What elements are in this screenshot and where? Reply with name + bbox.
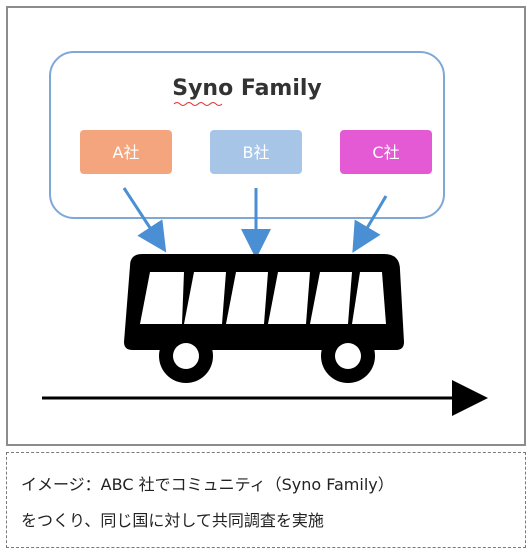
caption-line-1: イメージ：ABC 社でコミュニティ（Syno Family）	[21, 475, 394, 494]
company-a-label: A社	[113, 143, 140, 162]
company-c-label: C社	[372, 143, 399, 162]
caption-box: イメージ：ABC 社でコミュニティ（Syno Family） をつくり、同じ国に…	[6, 452, 526, 548]
arrow-c-to-bus	[352, 195, 388, 253]
group-title: Syno Family	[172, 76, 322, 101]
arrow-a-to-bus	[122, 187, 167, 253]
caption-line-2: をつくり、同じ国に対して共同調査を実施	[21, 511, 324, 530]
spellcheck-underline	[173, 102, 223, 106]
bus-icon	[124, 254, 404, 383]
company-c-box: C社	[340, 130, 432, 174]
company-b-label: B社	[243, 143, 270, 162]
company-a-box: A社	[80, 130, 172, 174]
figure-frame: Syno Family A社 B社 C社	[6, 6, 526, 446]
company-b-box: B社	[210, 130, 302, 174]
community-diagram: Syno Family A社 B社 C社	[42, 51, 488, 416]
